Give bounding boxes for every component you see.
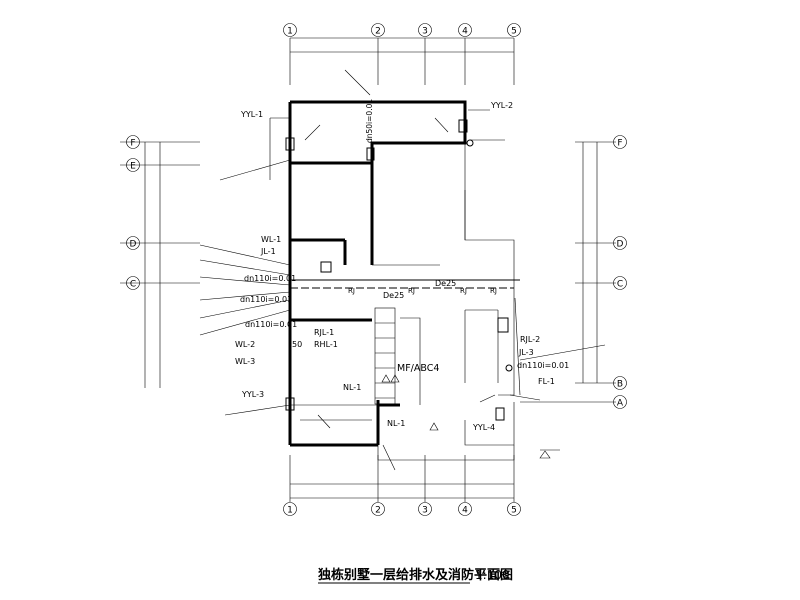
axis-label-4-bottom: 4 xyxy=(462,506,468,516)
slope-label-3: dn110i=0.01 xyxy=(245,320,297,329)
slope-label-1: dn110i=0.01 xyxy=(244,274,296,283)
axis-label-2-bottom: 2 xyxy=(375,506,381,516)
slope-label-dn50: dn50i=0.01 xyxy=(365,99,374,143)
riser-yyl2 xyxy=(458,119,468,133)
riser-yyl1 xyxy=(285,137,295,151)
riser-top xyxy=(366,147,375,161)
pipe-risers xyxy=(285,119,513,421)
axis-label-D-right: D xyxy=(617,240,624,250)
size-rj-2: RJ xyxy=(460,287,467,295)
axis-label-C-right: C xyxy=(617,280,623,290)
label-yyl4: YYL-4 xyxy=(472,423,495,432)
pipe-size-labels: De25 De25 RJ RJ RJ RJ 50 xyxy=(292,279,497,349)
leader-lines xyxy=(199,69,606,471)
label-nl1-a: NL-1 xyxy=(343,383,361,392)
size-rj-3: RJ xyxy=(490,287,497,295)
axis-label-1-top: 1 xyxy=(287,27,293,37)
size-rj-1: RJ xyxy=(408,287,415,295)
right-dimensions xyxy=(520,141,616,403)
pipe-labels: YYL-1 YYL-2 YYL-3 YYL-4 WL-1 JL-1 WL-2 W… xyxy=(235,101,555,432)
riser-dot-right xyxy=(505,364,513,372)
fixture-box xyxy=(320,261,332,273)
label-rhl1: RHL-1 xyxy=(314,340,338,349)
label-wl1: WL-1 xyxy=(261,235,281,244)
top-dimensions xyxy=(289,37,515,85)
hot-water-main xyxy=(290,279,520,289)
axis-label-A-right: A xyxy=(617,399,624,409)
extinguisher-symbols xyxy=(381,374,560,459)
building-walls xyxy=(288,100,521,461)
axis-label-D-left: D xyxy=(130,240,137,250)
axis-label-4-top: 4 xyxy=(462,27,468,37)
slope-label-2: dn110i=0.01 xyxy=(240,295,292,304)
riser-yyl4 xyxy=(495,407,505,421)
axis-bubbles-left: F E D C xyxy=(126,135,140,290)
axis-bubbles-right: F D C B A xyxy=(613,135,627,409)
drawing-title: 独栋别墅一层给排水及消防平面图 1:100 xyxy=(318,567,513,584)
drawing-title-text: 独栋别墅一层给排水及消防平面图 xyxy=(318,567,513,583)
label-yyl1: YYL-1 xyxy=(240,110,263,119)
axis-bubbles-top: 1 2 3 4 5 xyxy=(283,23,521,37)
left-dimensions xyxy=(120,141,200,388)
label-jl3: JL-3 xyxy=(518,348,534,357)
riser-dot xyxy=(466,139,474,147)
size-rj-4: RJ xyxy=(348,287,355,295)
label-jl1: JL-1 xyxy=(260,247,276,256)
label-rjl1: RJL-1 xyxy=(314,328,334,337)
label-nl1-b: NL-1 xyxy=(387,419,405,428)
axis-label-E-left: E xyxy=(130,162,136,172)
axis-label-F-left: F xyxy=(130,139,135,149)
axis-label-5-bottom: 5 xyxy=(511,506,517,516)
size-50: 50 xyxy=(292,340,302,349)
axis-label-3-top: 3 xyxy=(422,27,428,37)
axis-bubbles-bottom: 1 2 3 4 5 xyxy=(283,502,521,516)
label-wl3: WL-3 xyxy=(235,357,255,366)
axis-label-2-top: 2 xyxy=(375,27,381,37)
slope-label-4: dn110i=0.01 xyxy=(517,361,569,370)
size-de25-a: De25 xyxy=(383,291,404,300)
axis-label-1-bottom: 1 xyxy=(287,506,293,516)
axis-label-F-right: F xyxy=(617,139,622,149)
riser-rjl2 xyxy=(497,317,509,333)
drawing-scale: 1:100 xyxy=(475,568,510,582)
label-fl1: FL-1 xyxy=(538,377,555,386)
label-yyl3: YYL-3 xyxy=(241,390,264,399)
extinguisher-label: MF/ABC4 xyxy=(397,363,439,374)
label-rjl2: RJL-2 xyxy=(520,335,540,344)
slope-labels: dn110i=0.01 dn110i=0.01 dn110i=0.01 dn11… xyxy=(240,99,569,370)
size-de25-b: De25 xyxy=(435,279,456,288)
axis-label-5-top: 5 xyxy=(511,27,517,37)
axis-label-3-bottom: 3 xyxy=(422,506,428,516)
axis-label-B-right: B xyxy=(617,380,623,390)
riser-yyl3 xyxy=(285,397,295,411)
drainage-arrows xyxy=(304,117,496,429)
label-wl2: WL-2 xyxy=(235,340,255,349)
axis-label-C-left: C xyxy=(130,280,136,290)
bottom-dimensions xyxy=(289,455,515,502)
label-yyl2: YYL-2 xyxy=(490,101,513,110)
